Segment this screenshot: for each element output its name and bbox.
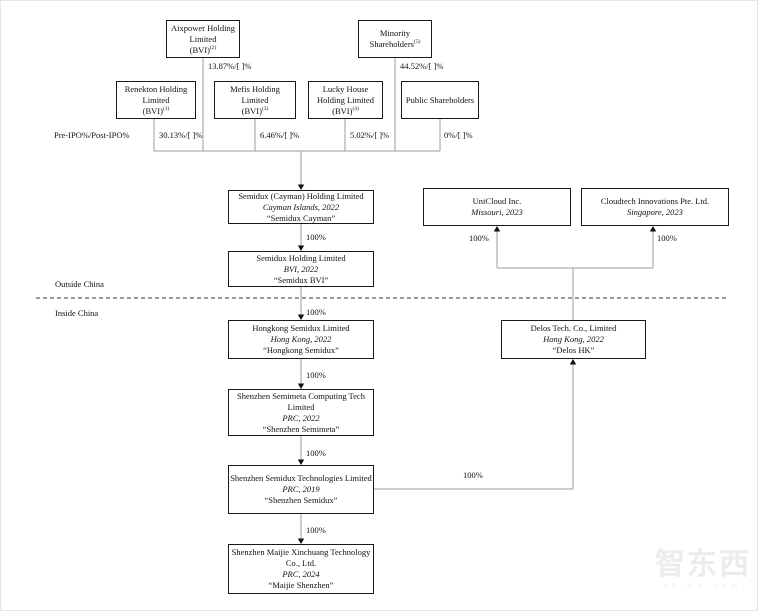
entity-jurisdiction: PRC, 2022: [282, 412, 320, 423]
node-cloudtech: Cloudtech Innovations Pte. Ltd. Singapor…: [581, 188, 729, 226]
mefis-percentage: 6.46%/[ ]%: [260, 130, 300, 140]
node-unicloud: UniCloud Inc. Missouri, 2023: [423, 188, 571, 226]
node-line: Shareholders(5): [369, 39, 421, 49]
node-line: Renekton Holding: [124, 83, 188, 94]
entity-name: Shenzhen Semidux Technologies Limited: [230, 473, 372, 483]
pre-post-ipo-label: Pre-IPO%/Post-IPO%: [54, 130, 130, 140]
entity-alias: “Delos HK”: [552, 345, 595, 355]
pct-semidux-to-delos: 100%: [463, 470, 483, 480]
inside-china-label: Inside China: [55, 308, 99, 318]
footnote-marker: (5): [413, 39, 421, 45]
entity-alias: “Shenzhen Semimeta”: [262, 423, 340, 434]
footnote-marker: (2): [209, 44, 217, 51]
pct-semimeta-to-semidux: 100%: [306, 448, 326, 458]
pct-delos-to-unicloud: 100%: [469, 233, 489, 243]
node-semidux-bvi: Semidux Holding Limited BVI, 2022 “Semid…: [228, 251, 374, 287]
node-line: Minority: [379, 28, 411, 38]
pct-hongkong-to-semimeta: 100%: [306, 370, 326, 380]
node-line: Mefis Holding: [230, 83, 280, 94]
node-line: (BVI)(4): [332, 105, 359, 116]
entity-name: Shenzhen Maijie Xinchuang Technology Co.…: [231, 547, 371, 568]
entity-name: UniCloud Inc.: [472, 196, 522, 206]
pct-cayman-to-bvi: 100%: [306, 232, 326, 242]
footnote-marker: (4): [352, 105, 359, 112]
entity-alias: “Shenzhen Semidux”: [264, 495, 338, 505]
node-line: (BVI)(3): [241, 105, 269, 116]
entity-name: Cloudtech Innovations Pte. Ltd.: [600, 196, 710, 206]
node-line: Public Shareholders: [405, 94, 475, 105]
entity-jurisdiction: PRC, 2024: [282, 569, 320, 579]
node-lucky-house-holding: Lucky House Holding Limited (BVI)(4): [308, 81, 383, 119]
entity-name: Delos Tech. Co., Limited: [530, 323, 617, 333]
node-semidux-cayman: Semidux (Cayman) Holding Limited Cayman …: [228, 190, 374, 224]
outside-china-label: Outside China: [55, 279, 104, 289]
node-mefis-holding: Mefis Holding Limited (BVI)(3): [214, 81, 296, 119]
node-line: Limited: [142, 94, 170, 105]
minority-percentage: 44.52%/[ ]%: [400, 61, 444, 71]
node-delos-hk: Delos Tech. Co., Limited Hong Kong, 2022…: [501, 320, 646, 359]
entity-name: Shenzhen Semimeta Computing Tech Limited: [237, 390, 365, 412]
node-public-shareholders: Public Shareholders: [401, 81, 479, 119]
node-line: Limited: [189, 33, 217, 44]
footnote-marker: (3): [261, 105, 269, 112]
entity-alias: “Maijie Shenzhen”: [268, 580, 334, 590]
node-line: Lucky House: [322, 83, 369, 94]
node-shenzhen-semimeta: Shenzhen Semimeta Computing Tech Limited…: [228, 389, 374, 436]
entity-jurisdiction: Hong Kong, 2022: [270, 334, 332, 344]
footnote-marker: (1): [162, 105, 170, 112]
public-percentage: 0%/[ ]%: [444, 130, 473, 140]
entity-jurisdiction: Cayman Islands, 2022: [262, 201, 340, 212]
entity-name: Hongkong Semidux Limited: [252, 323, 350, 333]
renekton-percentage: 30.13%/[ ]%: [159, 130, 203, 140]
entity-name: Semidux Holding Limited: [256, 252, 346, 263]
entity-alias: “Semidux Cayman”: [266, 212, 336, 223]
node-shenzhen-semidux: Shenzhen Semidux Technologies Limited PR…: [228, 465, 374, 514]
entity-alias: “Semidux BVI”: [273, 274, 329, 285]
entity-jurisdiction: PRC, 2019: [282, 484, 320, 494]
node-hongkong-semidux: Hongkong Semidux Limited Hong Kong, 2022…: [228, 320, 374, 359]
node-line: Holding Limited: [317, 94, 374, 105]
node-line: (BVI)(1): [142, 105, 170, 116]
node-aixpower-holding: Aixpower Holding Limited (BVI)(2): [166, 20, 240, 58]
entity-name: Semidux (Cayman) Holding Limited: [238, 190, 364, 201]
node-line: Aixpower Holding: [171, 22, 235, 33]
pct-delos-to-cloudtech: 100%: [657, 233, 677, 243]
node-renekton-holding: Renekton Holding Limited (BVI)(1): [116, 81, 196, 119]
entity-jurisdiction: Hong Kong, 2022: [543, 334, 604, 344]
entity-jurisdiction: BVI, 2022: [283, 263, 319, 274]
entity-jurisdiction: Singapore, 2023: [627, 207, 683, 217]
node-minority-shareholders: Minority Shareholders(5): [358, 20, 432, 58]
pct-bvi-to-hongkong: 100%: [306, 307, 326, 317]
lucky-percentage: 5.02%/[ ]%: [350, 130, 390, 140]
node-line: Limited: [241, 94, 269, 105]
pct-semidux-to-maijie: 100%: [306, 525, 326, 535]
entity-alias: “Hongkong Semidux”: [263, 345, 339, 355]
node-maijie-shenzhen: Shenzhen Maijie Xinchuang Technology Co.…: [228, 544, 374, 594]
entity-jurisdiction: Missouri, 2023: [471, 207, 523, 217]
aixpower-percentage: 13.87%/[ ]%: [208, 61, 252, 71]
node-line: (BVI)(2): [189, 44, 217, 55]
